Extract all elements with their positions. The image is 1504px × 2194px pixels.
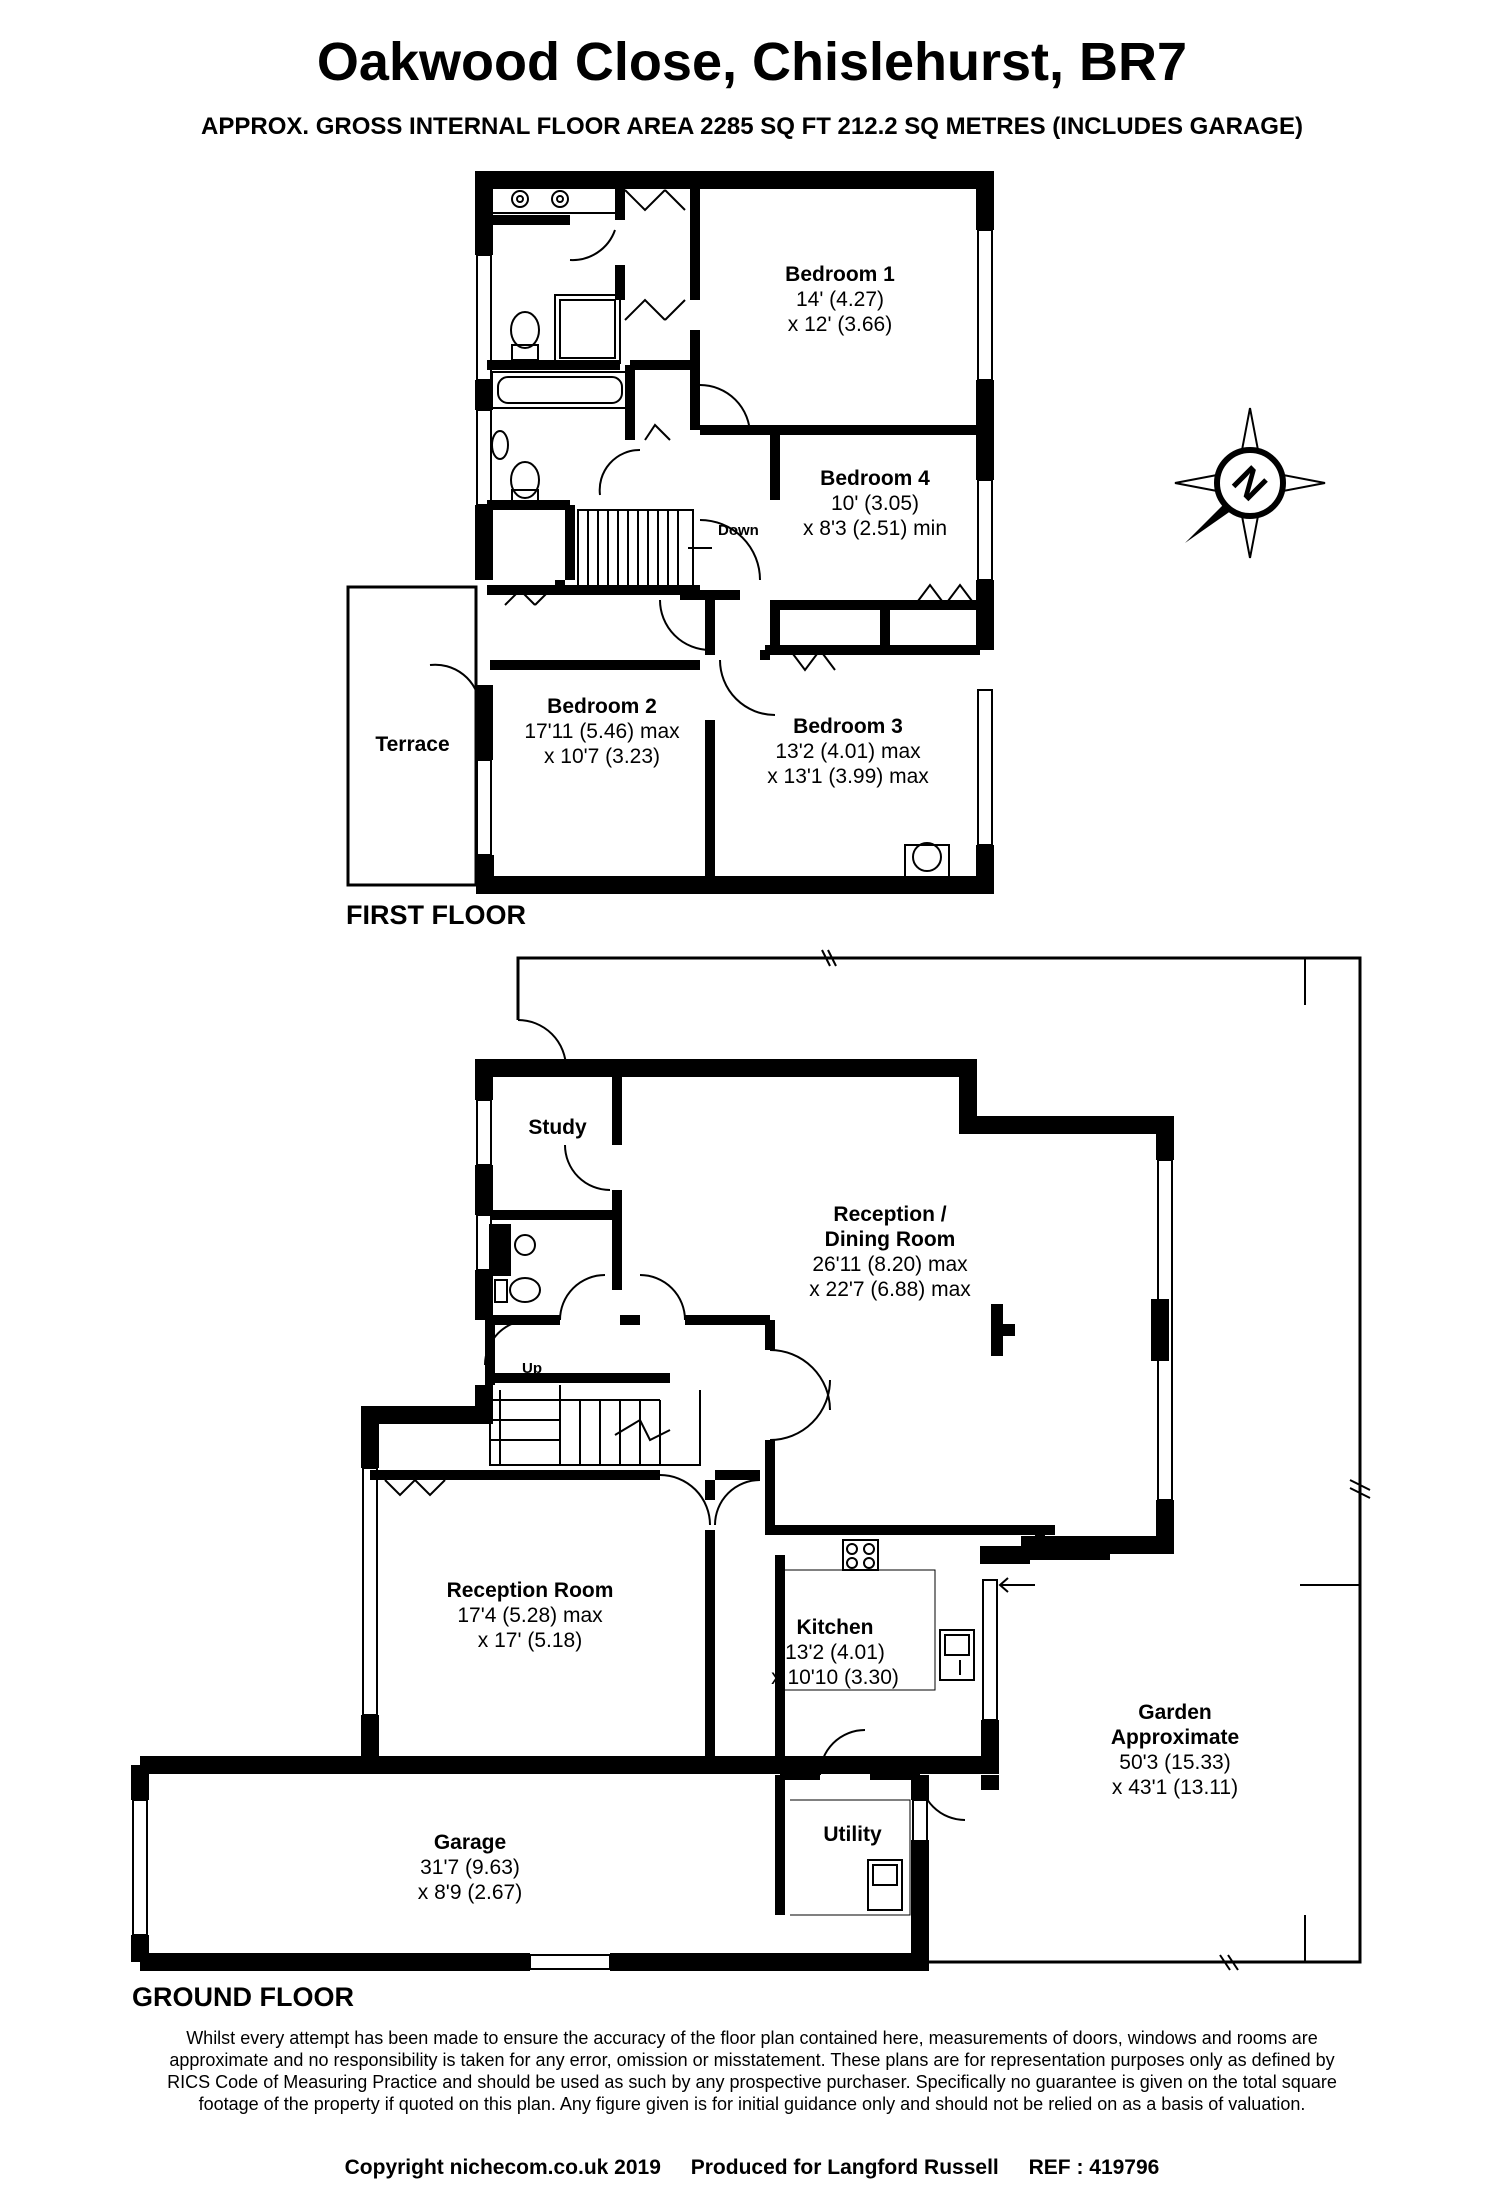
room-name: Bedroom 3 [793,715,903,738]
footer-reference: REF : 419796 [1028,2156,1160,2179]
room-reception-dining: Reception / Dining Room 26'11 (8.20) max… [770,1202,1010,1302]
ground-floor-fixtures [489,1224,975,1916]
room-name: Bedroom 1 [785,263,895,286]
room-name: Garden [1138,1701,1212,1724]
ground-floor-outer-walls [131,1059,1174,1971]
room-name-2: Approximate [1110,1726,1240,1749]
room-dim-2: x 12' (3.66) [787,313,893,336]
room-name: Study [528,1116,587,1139]
ground-floor-internal-walls [370,1075,1110,1915]
ground-floor-windows [132,1099,1173,1970]
footer-copyright: Copyright nichecom.co.uk 2019 [344,2156,661,2179]
room-terrace: Terrace [355,732,470,757]
room-garden: Garden Approximate 50'3 (15.33) x 43'1 (… [1070,1700,1280,1800]
room-name: Utility [823,1823,882,1846]
garden-dimension-arrows [821,949,1371,1971]
first-floor-windows [476,229,993,856]
room-dim-2: x 43'1 (13.11) [1111,1776,1239,1799]
room-dim-2: x 8'3 (2.51) min [802,517,948,540]
room-bedroom-2: Bedroom 2 17'11 (5.46) max x 10'7 (3.23) [497,694,707,769]
footer: Copyright nichecom.co.uk 2019 Produced f… [0,2156,1504,2180]
garden-boundary [516,956,1362,1964]
first-floor-label: FIRST FLOOR [346,900,526,930]
room-dim-1: 31'7 (9.63) [420,1856,520,1879]
room-reception-room: Reception Room 17'4 (5.28) max x 17' (5.… [410,1578,650,1653]
room-name: Bedroom 2 [547,695,657,718]
room-name: Terrace [375,733,450,756]
room-dim-1: 10' (3.05) [830,492,920,515]
room-kitchen: Kitchen 13'2 (4.01) x 10'10 (3.30) [730,1615,940,1690]
room-dim-1: 13'2 (4.01) max [775,740,921,763]
room-name: Reception Room [446,1579,614,1602]
disclaimer-text: Whilst every attempt has been made to en… [167,2028,1337,2114]
room-dim-2: x 10'10 (3.30) [771,1666,899,1689]
room-dim-1: 50'3 (15.33) [1119,1751,1231,1774]
footer-produced-for: Produced for Langford Russell [690,2156,999,2179]
room-bedroom-3: Bedroom 3 13'2 (4.01) max x 13'1 (3.99) … [738,714,958,789]
room-dim-2: x 22'7 (6.88) max [809,1278,971,1301]
stairs-down-label: Down [718,522,759,539]
first-floor-outer-walls [475,171,994,894]
room-bedroom-1: Bedroom 1 14' (4.27) x 12' (3.66) [730,262,950,337]
room-dim-1: 26'11 (8.20) max [812,1253,968,1276]
ground-floor-fireplace [991,1299,1169,1361]
room-name: Bedroom 4 [820,467,930,490]
room-study: Study [505,1115,610,1140]
room-utility: Utility [775,1822,930,1847]
room-dim-2: x 10'7 (3.23) [543,745,661,768]
room-dim-2: x 8'9 (2.67) [417,1881,523,1904]
page-title: Oakwood Close, Chislehurst, BR7 [316,32,1188,92]
first-floor-stairs [577,509,712,589]
first-floor-door-swings [429,189,976,716]
room-dim-1: 17'11 (5.46) max [524,720,680,743]
first-floor-internal-walls [487,185,980,880]
stairs-up-label: Up [522,1360,542,1377]
terrace-outline [346,585,478,887]
room-garage: Garage 31'7 (9.63) x 8'9 (2.67) [365,1830,575,1905]
room-name: Garage [433,1831,507,1854]
room-name: Reception / [833,1203,947,1226]
ground-floor-stairs [489,1378,701,1466]
room-dim-1: 17'4 (5.28) max [457,1604,603,1627]
ground-floor-label: GROUND FLOOR [132,1982,354,2012]
ground-floor-door-swings [384,1019,966,1821]
compass-icon: N [1174,407,1326,559]
room-name-2: Dining Room [824,1228,956,1251]
room-dim-1: 13'2 (4.01) [785,1641,885,1664]
room-dim-1: 14' (4.27) [795,288,885,311]
floor-area-subtitle: APPROX. GROSS INTERNAL FLOOR AREA 2285 S… [201,113,1303,140]
entrance-arrow [998,1577,1035,1593]
room-dim-2: x 17' (5.18) [477,1629,583,1652]
room-dim-2: x 13'1 (3.99) max [767,765,929,788]
room-bedroom-4: Bedroom 4 10' (3.05) x 8'3 (2.51) min [770,466,980,541]
first-floor-fixtures [491,184,950,878]
room-name: Kitchen [796,1616,874,1639]
